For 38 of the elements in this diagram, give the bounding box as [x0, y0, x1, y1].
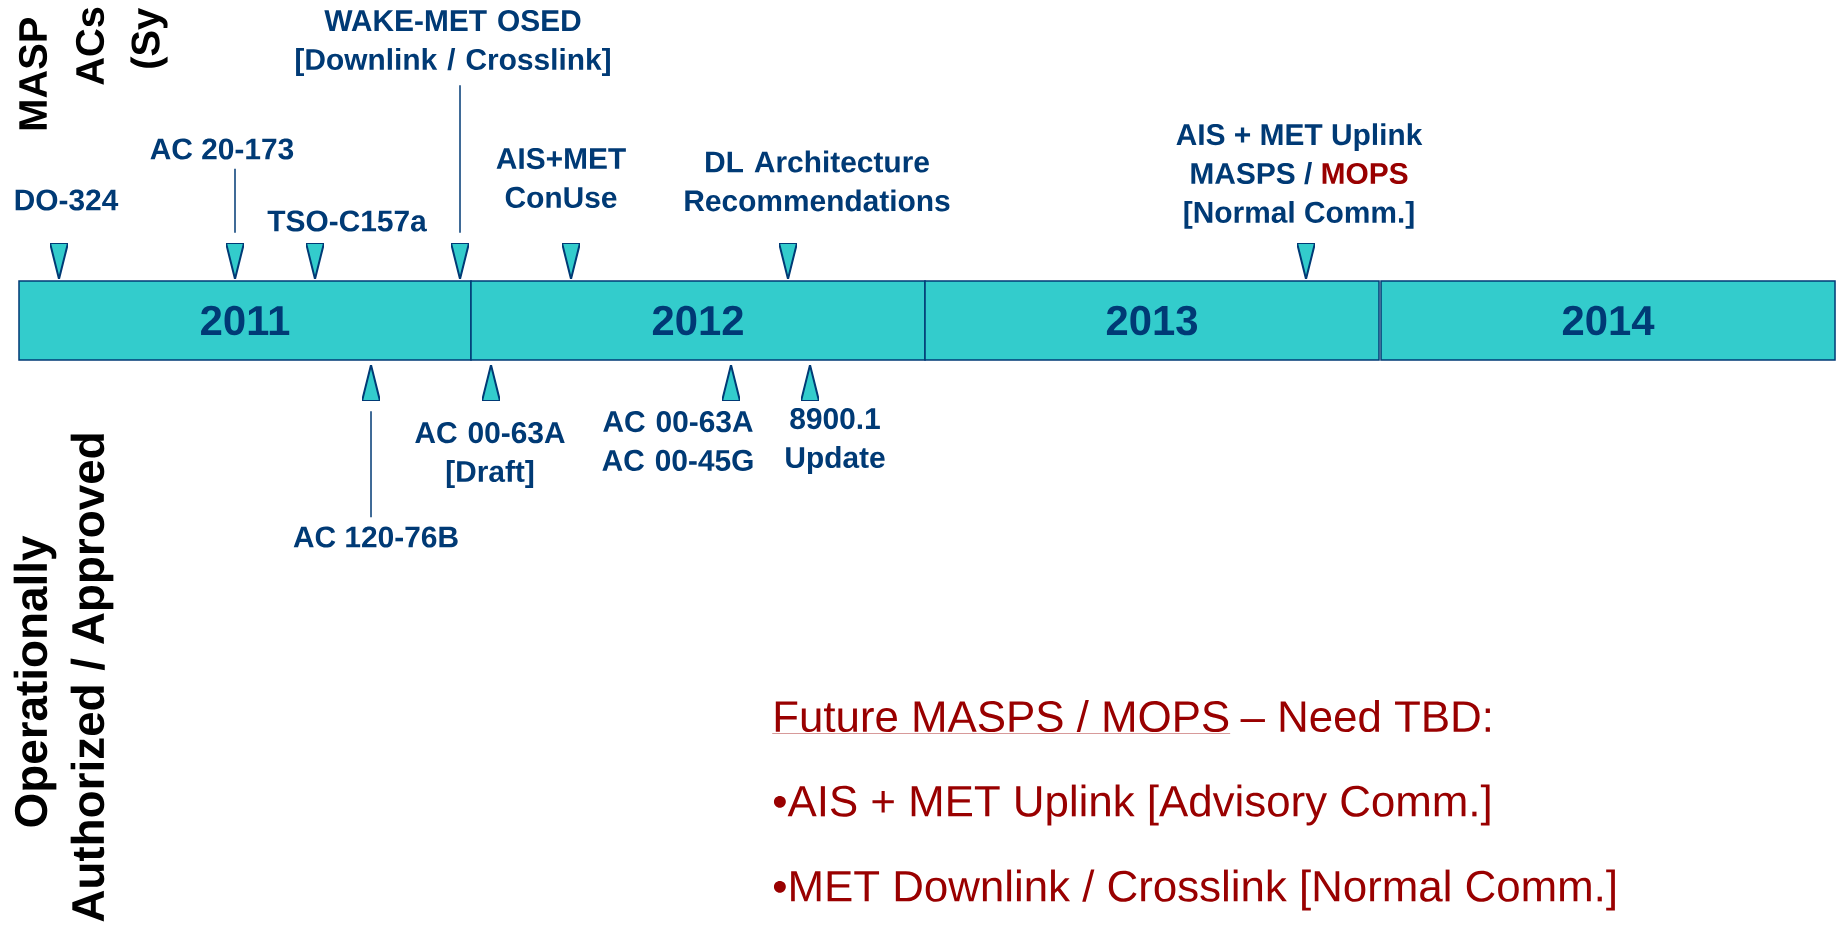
milestone-label: DL Architecture Recommendations: [685, 150, 950, 212]
note-heading: – Need TBD:: [1240, 699, 1490, 733]
milestone-label: AC 20-173: [150, 138, 294, 160]
year-band: 2014: [1380, 280, 1836, 361]
year-band: 2013: [924, 280, 1380, 361]
milestone-marker: [779, 243, 797, 279]
note-heading: Future MASPS / MOPS: [772, 699, 1231, 734]
side-heading: Authorized / Approved: [70, 434, 114, 922]
milestone-marker: [482, 365, 500, 401]
year-band: 2011: [18, 280, 472, 361]
side-heading: MASP: [18, 18, 48, 130]
milestone-marker: [50, 243, 68, 279]
milestone-label: AC 00-63A AC 00-45G: [602, 411, 753, 471]
note-item: •MET Downlink / Crosslink [Normal Comm.]: [773, 869, 1615, 911]
side-heading: (Sy: [130, 8, 168, 68]
milestone-marker: [306, 243, 324, 279]
milestone-marker: [1297, 243, 1315, 279]
leader-line: [234, 168, 236, 234]
milestone-label: AC 120-76B: [293, 526, 458, 548]
leader-line: [370, 410, 372, 518]
side-heading: ACs: [75, 7, 105, 85]
side-heading: Operationally: [13, 535, 57, 827]
milestone-marker: [801, 365, 819, 401]
milestone-marker: [722, 365, 740, 401]
milestone-label: WAKE-MET OSED [Downlink / Crosslink]: [296, 10, 610, 76]
milestone-marker: [226, 243, 244, 279]
note-item: •AIS + MET Uplink [Advisory Comm.]: [773, 784, 1490, 826]
milestone-label: DO-324: [15, 189, 119, 211]
milestone-label: 8900.1 Update: [786, 408, 885, 474]
year-band: 2012: [470, 280, 926, 361]
milestone-marker: [451, 243, 469, 279]
milestone-marker: [562, 243, 580, 279]
leader-line: [459, 84, 461, 234]
milestone-label: AIS + MET Uplink MASPS / MOPS [Normal Comm.]: [1176, 123, 1423, 229]
milestone-label: AIS+MET ConUse: [496, 148, 626, 208]
milestone-label: TSO-C157a: [267, 210, 427, 232]
milestone-marker: [362, 365, 380, 401]
milestone-label: AC 00-63A [Draft]: [415, 422, 565, 488]
